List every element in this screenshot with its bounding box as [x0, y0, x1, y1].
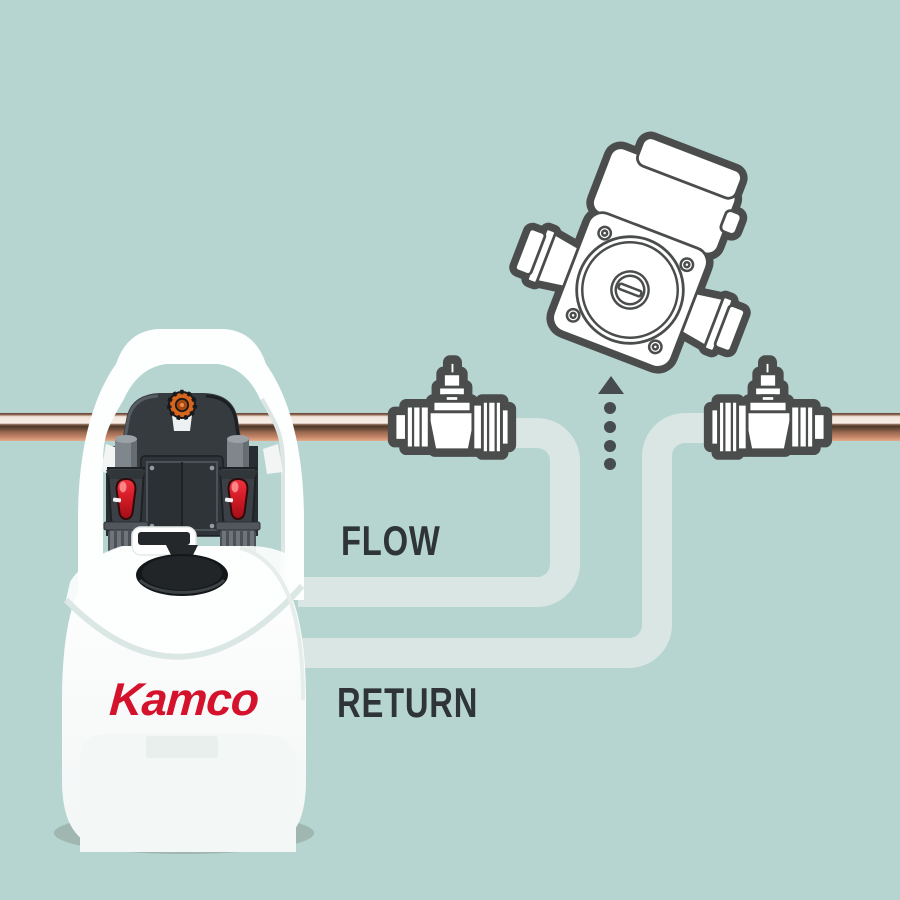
- right-isolation-valve: [711, 362, 825, 452]
- flushing-machine: [54, 329, 314, 854]
- pump-dome: [119, 393, 244, 472]
- handle-shading: [260, 397, 285, 592]
- pump-box: [140, 455, 224, 537]
- return-label: RETURN: [337, 679, 479, 726]
- body-inset: [146, 736, 218, 758]
- left-isolation-valve: [395, 362, 509, 452]
- body-right-shade: [239, 546, 305, 701]
- pump-unit: [101, 389, 283, 558]
- body-lower-section: [80, 734, 296, 852]
- tank-mouth: [136, 554, 228, 596]
- machine-tray: [131, 526, 198, 559]
- flow-hose: [298, 418, 580, 607]
- orange-knob-icon: [166, 389, 198, 421]
- right-bracket: [263, 444, 283, 474]
- dotted-up-arrow-icon: [598, 376, 624, 470]
- body-seam: [63, 584, 305, 660]
- flow-label: FLOW: [341, 517, 441, 564]
- circulator-pump-icon: [509, 131, 751, 374]
- body-upper-highlight: [66, 546, 302, 657]
- kamco-logo: Kamco: [107, 673, 261, 725]
- return-hose: [298, 413, 716, 668]
